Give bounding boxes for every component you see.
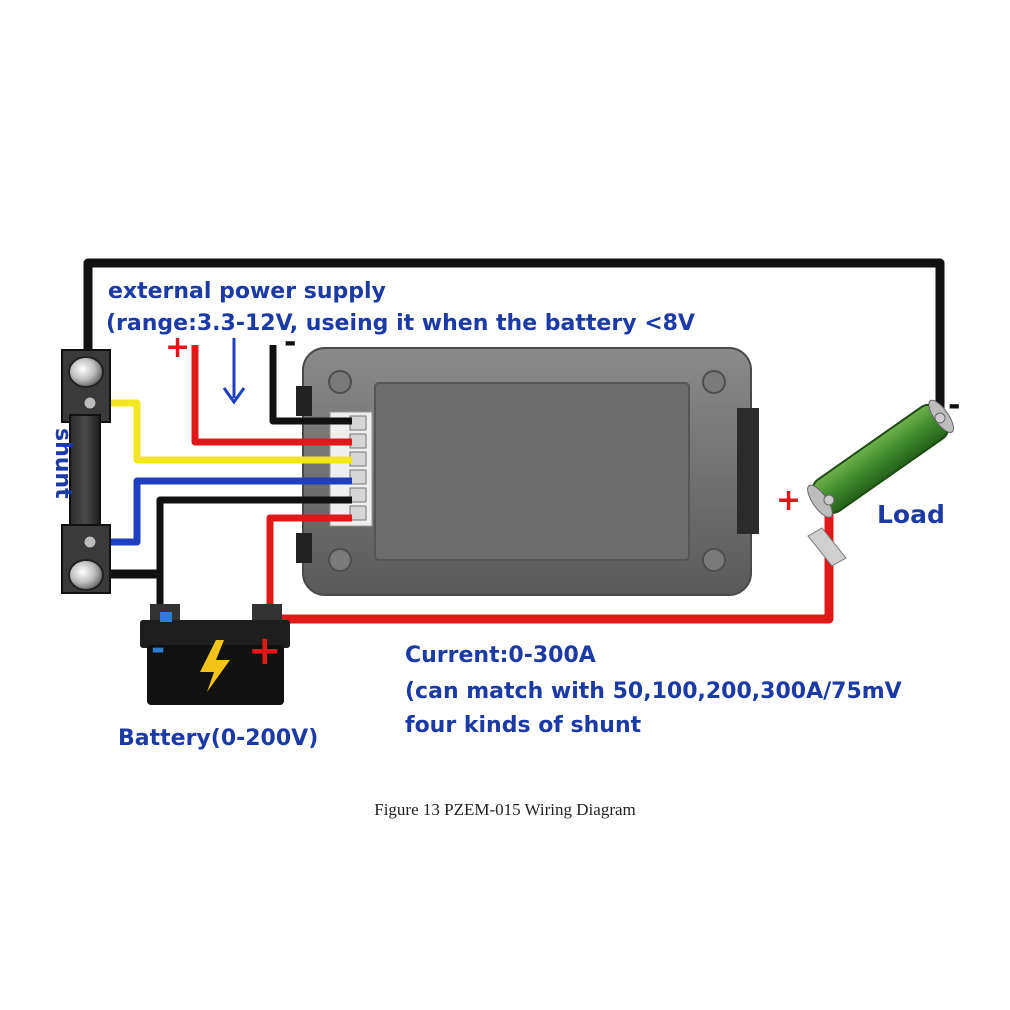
battery-minus-sign: - (151, 629, 165, 669)
mount-hole-icon (328, 548, 352, 572)
external-power-range: (range:3.3-12V, useing it when the batte… (106, 311, 695, 336)
battery-label: Battery(0-200V) (118, 726, 318, 751)
ext-minus-sign: - (284, 325, 296, 360)
mount-hole-icon (328, 370, 352, 394)
wire-yellow-sense (92, 399, 352, 464)
mount-hole-icon (702, 370, 726, 394)
current-shunt-match: (can match with 50,100,200,300A/75mV (405, 679, 902, 704)
wire-red-ext-plus (191, 345, 352, 446)
battery (140, 604, 290, 705)
load-resistor (807, 399, 955, 567)
shunt (61, 349, 111, 594)
wire-blue-sense (92, 477, 352, 546)
current-shunt-kinds: four kinds of shunt (405, 713, 642, 738)
wire-red-battery-plus (266, 514, 352, 625)
wire-black-ext-minus (269, 345, 352, 425)
load-minus-sign: - (948, 388, 960, 423)
load-plus-sign: + (776, 483, 801, 518)
ext-plus-sign: + (165, 330, 190, 365)
figure-caption: Figure 13 PZEM-015 Wiring Diagram (374, 800, 636, 819)
wire-black-battery-minus (156, 496, 352, 625)
wire-black-shunt-to-load (83, 258, 945, 418)
clip-bottom (296, 533, 312, 563)
external-power-label: external power supply (108, 279, 386, 304)
shunt-label: shunt (50, 428, 75, 499)
terminal-screws (349, 415, 367, 521)
clip-top (296, 386, 312, 416)
bolt-icon (68, 559, 104, 591)
bolt-icon (68, 356, 104, 388)
meter-body (296, 347, 759, 596)
load-label: Load (877, 500, 945, 529)
lightning-icon (200, 640, 230, 692)
mount-hole-icon (702, 548, 726, 572)
side-connector (737, 408, 759, 534)
down-arrow-icon (222, 338, 246, 405)
battery-plus-sign: + (248, 628, 282, 674)
current-label: Current:0-300A (405, 643, 596, 668)
